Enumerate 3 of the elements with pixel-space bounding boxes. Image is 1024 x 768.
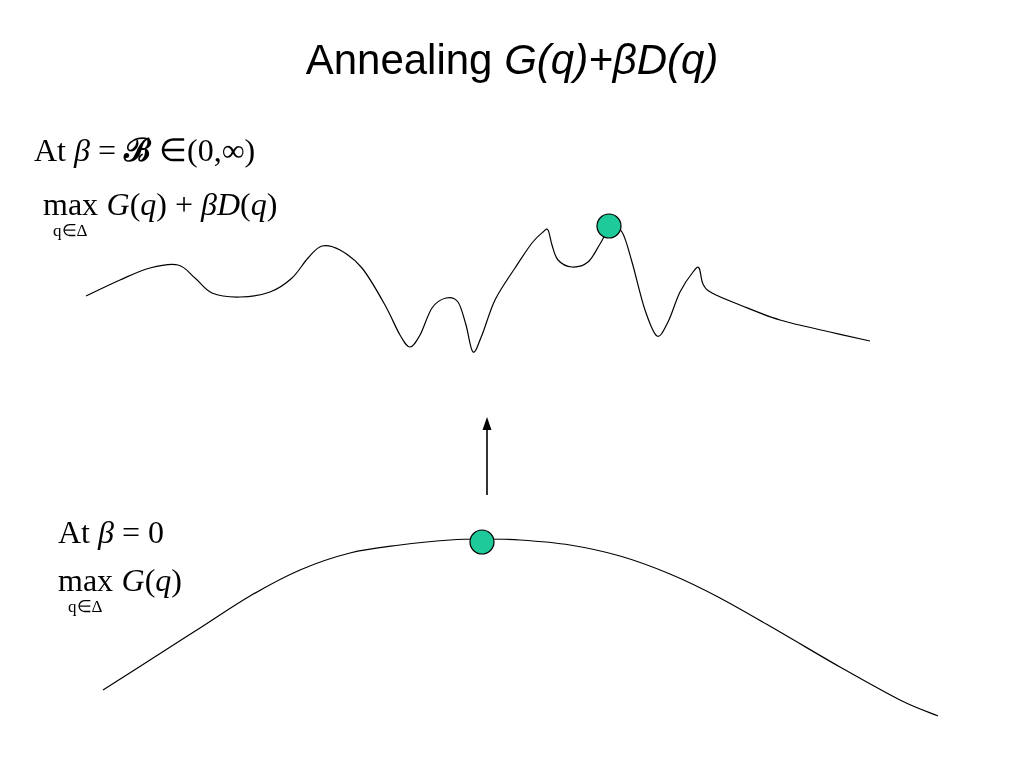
- formula-label: At β = ℬ ∈(0,∞): [34, 132, 256, 169]
- formula-label: At β = 0: [58, 514, 164, 551]
- title: Annealing G(q)+βD(q): [305, 36, 719, 85]
